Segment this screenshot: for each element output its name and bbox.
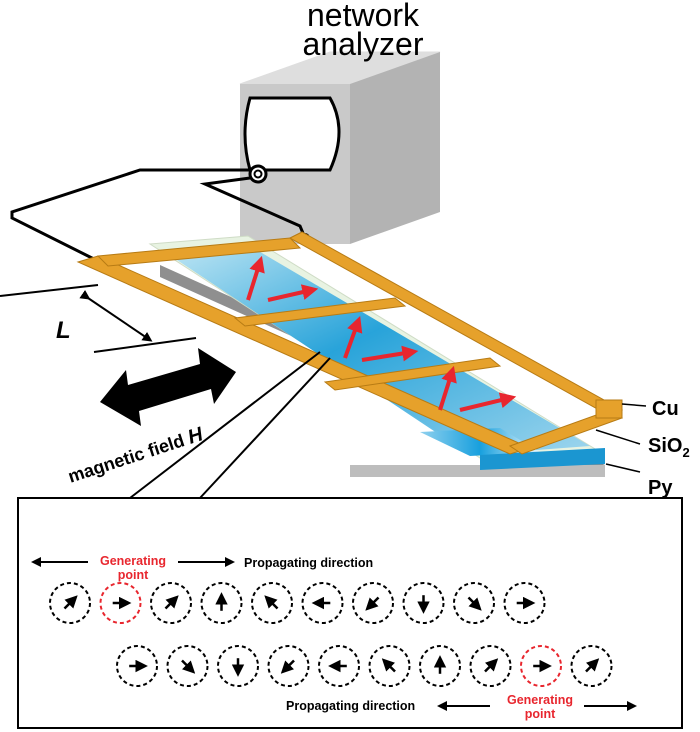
cu-end-post — [595, 399, 623, 419]
layer-leaders — [595, 403, 647, 473]
dim-tick-top — [0, 284, 99, 297]
spin-circle-top-0 — [49, 582, 91, 624]
film-arrow-2a — [343, 315, 363, 359]
spin-circle-top-3 — [200, 582, 243, 624]
spin-circle-bottom-2 — [217, 645, 259, 687]
label-sio2: SiO2 — [648, 435, 690, 460]
spin-arrow-top-0 — [63, 595, 78, 610]
spin-arrow-top-4 — [264, 595, 279, 610]
spin-arrow-bottom-5 — [381, 658, 396, 673]
spin-arrow-bottom-9 — [585, 658, 600, 673]
analyzer-title-line1: network — [307, 0, 420, 33]
analyzer-screen — [243, 96, 341, 172]
spin-circle-top-8 — [453, 582, 495, 624]
spin-rows — [49, 582, 613, 687]
film-arrow-1b — [267, 284, 319, 302]
spin-arrow-top-2 — [164, 595, 179, 610]
cu-rung-2 — [233, 297, 407, 327]
spin-circle-bottom-9 — [570, 645, 613, 687]
inset-bottom-generating-line1: Generating — [507, 693, 573, 707]
dim-tick-bottom — [93, 337, 197, 353]
label-sio2-subscript: 2 — [682, 445, 689, 460]
inset-top-generating-line1: Generating — [100, 554, 166, 568]
film-arrow-3b — [459, 392, 517, 412]
spin-arrow-bottom-1 — [181, 659, 196, 674]
spin-circle-bottom-7 — [469, 645, 512, 687]
spin-arrows-film — [246, 255, 517, 412]
zoom-lines — [129, 351, 331, 499]
network-analyzer — [239, 51, 441, 244]
spin-arrow-bottom-7 — [484, 658, 499, 673]
analyzer-side-face — [350, 52, 440, 244]
label-py: Py — [648, 477, 673, 499]
spin-circle-top-4 — [251, 582, 293, 624]
substrate-front — [350, 465, 605, 477]
film-arrow-2b — [361, 345, 419, 362]
leader-py — [605, 463, 641, 473]
zoom-line-right — [199, 357, 331, 499]
label-L: L — [56, 317, 71, 344]
spin-circle-top-5 — [301, 582, 344, 624]
spin-circle-top-7 — [402, 582, 445, 624]
spin-circle-bottom-4 — [318, 645, 360, 687]
inset-bottom-generating-line2: point — [525, 707, 556, 721]
leader-sio2 — [595, 429, 641, 445]
spin-circle-bottom-6 — [419, 645, 461, 687]
label-cu: Cu — [652, 398, 679, 420]
cu-bar-1 — [96, 237, 302, 267]
spin-circle-top-2 — [150, 582, 192, 624]
spin-circle-top-1-generating — [99, 582, 142, 624]
dim-arrow — [79, 289, 153, 342]
spin-circle-top-9 — [503, 582, 546, 624]
spin-circle-bottom-3 — [267, 645, 310, 687]
film-arrow-3a — [438, 365, 457, 411]
inset-top-propagating-label: Propagating direction — [244, 556, 373, 570]
spin-arrow-top-6 — [365, 596, 380, 611]
length-dimension — [0, 284, 197, 353]
leader-cu — [621, 403, 647, 407]
spin-arrow-top-8 — [467, 596, 482, 611]
spin-circle-bottom-1 — [166, 645, 209, 687]
analyzer-port-inner — [253, 169, 263, 179]
label-H: H — [185, 423, 206, 449]
spin-circle-bottom-5 — [368, 645, 411, 687]
inset-bottom-propagating-label: Propagating direction — [286, 699, 415, 713]
film-arrow-1a — [246, 255, 265, 301]
spin-circle-bottom-8-generating — [520, 645, 562, 687]
spin-circle-top-6 — [352, 582, 394, 624]
analyzer-title-line2: analyzer — [303, 26, 424, 62]
inset-panel — [17, 497, 683, 729]
spin-circle-bottom-0 — [116, 645, 158, 687]
cable-left — [10, 168, 250, 264]
spin-arrow-bottom-3 — [280, 659, 295, 674]
field-double-arrow — [100, 348, 236, 426]
inset-top-generating-line2: point — [118, 568, 149, 582]
zoom-line-left — [129, 351, 321, 499]
